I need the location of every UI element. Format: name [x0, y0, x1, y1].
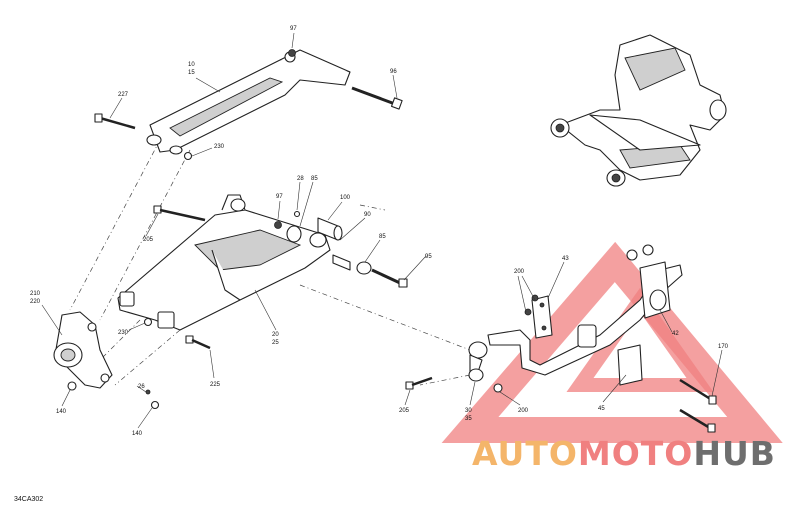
bolt-225: [185, 335, 211, 350]
callout-140-lower: 140: [132, 431, 143, 437]
bolt-205-upper: [153, 205, 206, 222]
nut-140-lower: [150, 400, 160, 410]
callout-15: 15: [188, 70, 195, 76]
callout-10: 10: [188, 62, 195, 68]
callout-26: 26: [138, 384, 145, 390]
callouts: 97 10 15 96 227 230 97 28 85 100 90 85 9…: [30, 26, 729, 437]
watermark-part-auto: AUTO: [472, 434, 578, 473]
assembly-lines: [69, 139, 471, 386]
watermark-part-moto: MOTO: [577, 434, 694, 473]
callout-220: 220: [30, 299, 41, 305]
callout-97-top: 97: [290, 26, 297, 32]
callout-230-upper: 230: [214, 144, 225, 150]
nut-230-upper: [183, 151, 193, 161]
lower-a-arm: [117, 194, 331, 331]
callout-225: 225: [210, 382, 221, 388]
callout-170: 170: [718, 344, 729, 350]
callout-97-mid: 97: [276, 194, 283, 200]
callout-200-lower: 200: [518, 408, 529, 414]
callout-28: 28: [297, 176, 304, 182]
bolt-96: [351, 86, 403, 110]
callout-30: 30: [465, 408, 472, 414]
callout-205-upper: 205: [143, 237, 154, 243]
upper-a-arm: [146, 49, 351, 155]
figure-id: 34CA302: [14, 496, 43, 503]
callout-85-upper: 85: [311, 176, 318, 182]
callout-230-lower: 230: [118, 330, 129, 336]
watermark-wordmark: AUTOMOTOHUB: [472, 434, 776, 473]
leader-lines: [41, 32, 723, 429]
callout-85-lower: 85: [379, 234, 386, 240]
callout-200-upper: 200: [514, 269, 525, 275]
callout-95: 95: [425, 254, 432, 260]
callout-35: 35: [465, 416, 472, 422]
callout-100: 100: [340, 195, 351, 201]
nut-140-knuckle: [67, 381, 77, 391]
sway-bar: [487, 244, 683, 386]
watermark-part-hub: HUB: [693, 434, 776, 473]
bushing-set: [274, 210, 408, 288]
callout-140-knuckle: 140: [56, 409, 67, 415]
nut-97-top: [288, 49, 296, 57]
watermark-logo-triangle: [441, 241, 783, 443]
callout-210: 210: [30, 291, 41, 297]
callout-96: 96: [390, 69, 397, 75]
bolt-205-lower: [405, 376, 433, 390]
callout-227: 227: [118, 92, 129, 98]
bolt-227: [94, 113, 136, 130]
callout-205-lower: 205: [399, 408, 410, 414]
pin-26: [145, 389, 151, 395]
callout-42: 42: [672, 331, 679, 337]
knuckle: [53, 311, 113, 389]
callout-90: 90: [364, 212, 371, 218]
bolt-170: [679, 378, 717, 433]
callout-20: 20: [272, 332, 279, 338]
stabilizer-link: [468, 339, 503, 393]
callout-45: 45: [598, 406, 605, 412]
callout-25: 25: [272, 340, 279, 346]
assembled-view: [550, 34, 727, 187]
nut-230-lower: [143, 317, 153, 327]
callout-43: 43: [562, 256, 569, 262]
